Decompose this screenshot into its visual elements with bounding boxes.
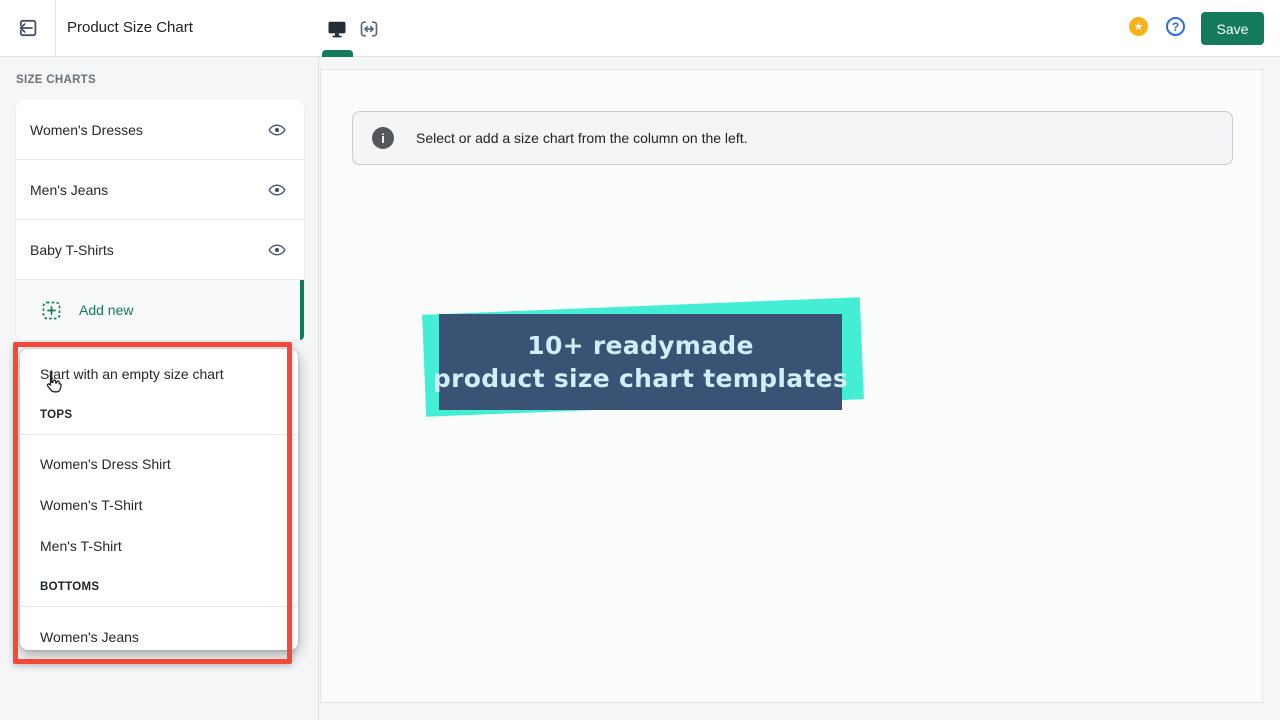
size-chart-label: Baby T-Shirts	[30, 241, 114, 258]
size-chart-item-womens-dresses[interactable]: Women's Dresses	[16, 100, 304, 160]
size-chart-item-baby-tshirts[interactable]: Baby T-Shirts	[16, 220, 304, 280]
info-banner-text: Select or add a size chart from the colu…	[416, 130, 748, 146]
tab-desktop-preview[interactable]	[323, 15, 351, 43]
dropdown-item-womens-jeans[interactable]: Women's Jeans	[40, 629, 139, 645]
back-button[interactable]	[0, 0, 56, 56]
divider	[20, 434, 298, 435]
dropdown-item-womens-dress-shirt[interactable]: Women's Dress Shirt	[40, 456, 171, 472]
editor-main-panel: i Select or add a size chart from the co…	[320, 69, 1263, 703]
active-tab-indicator	[322, 50, 353, 57]
size-charts-sidebar: SIZE CHARTS Women's Dresses Men's Jeans …	[0, 57, 319, 720]
size-chart-label: Men's Jeans	[30, 181, 109, 198]
dropdown-group-header-bottoms: BOTTOMS	[40, 581, 100, 593]
size-chart-list: Women's Dresses Men's Jeans Baby T-Shirt…	[16, 100, 304, 340]
responsive-width-icon	[360, 21, 378, 37]
eye-preview-icon[interactable]	[268, 181, 286, 199]
sidebar-section-title: SIZE CHARTS	[16, 74, 96, 86]
help-icon[interactable]: ?	[1166, 17, 1185, 36]
divider	[20, 606, 298, 607]
size-chart-item-mens-jeans[interactable]: Men's Jeans	[16, 160, 304, 220]
eye-preview-icon[interactable]	[268, 121, 286, 139]
promo-banner: 10+ readymade product size chart templat…	[433, 314, 848, 410]
info-banner: i Select or add a size chart from the co…	[352, 111, 1233, 165]
tab-responsive-preview[interactable]	[355, 15, 383, 43]
top-bar: Product Size Chart ★ ? Save	[0, 0, 1280, 57]
dropdown-item-womens-tshirt[interactable]: Women's T-Shirt	[40, 497, 143, 513]
desktop-monitor-icon	[328, 21, 346, 38]
size-chart-label: Women's Dresses	[30, 121, 143, 138]
info-icon: i	[372, 127, 394, 149]
exit-back-icon	[19, 19, 36, 37]
add-new-label: Add new	[79, 302, 134, 318]
page-title: Product Size Chart	[67, 19, 193, 36]
promo-line-2: product size chart templates	[432, 364, 849, 393]
dropdown-item-empty-chart[interactable]: Start with an empty size chart	[40, 366, 224, 382]
eye-preview-icon[interactable]	[268, 241, 286, 259]
template-dropdown: Start with an empty size chart TOPS Wome…	[20, 349, 298, 650]
dropdown-item-mens-tshirt[interactable]: Men's T-Shirt	[40, 538, 122, 554]
selected-row-indicator	[300, 280, 304, 340]
save-button[interactable]: Save	[1201, 12, 1264, 45]
add-new-button[interactable]: Add new	[16, 280, 304, 340]
dropdown-group-header-tops: TOPS	[40, 409, 73, 421]
promo-line-1: 10+ readymade	[527, 331, 754, 360]
add-dashed-plus-icon	[42, 301, 61, 319]
rate-star-icon[interactable]: ★	[1129, 17, 1148, 36]
